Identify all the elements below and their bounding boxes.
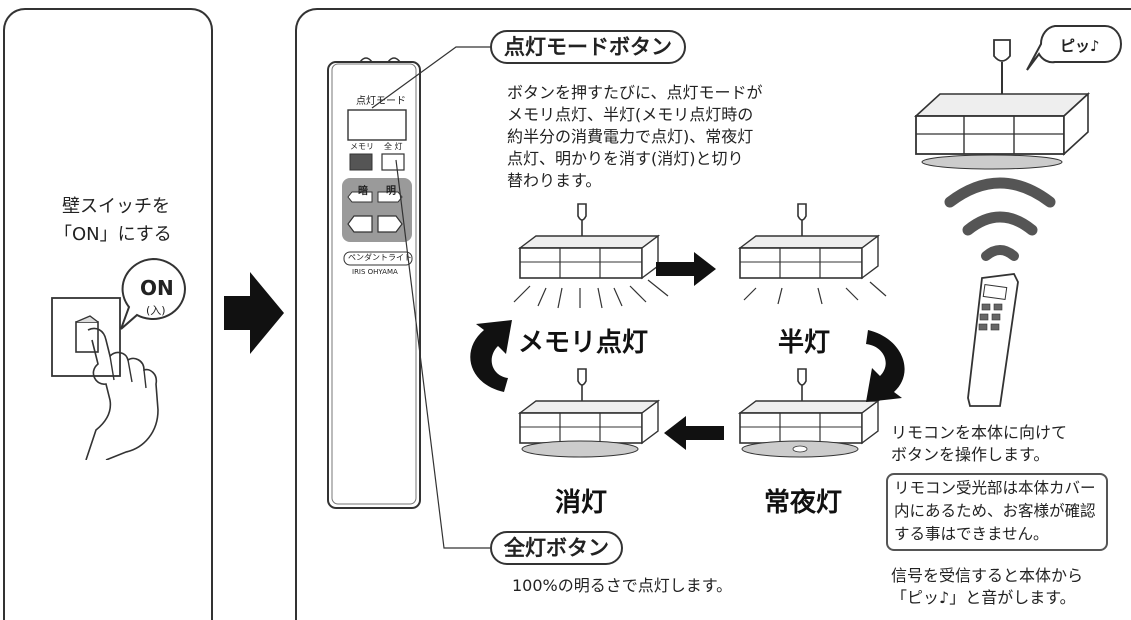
- receiver-notice-line3: する事はできません。: [894, 525, 1049, 543]
- curve-arrow-down-icon: [866, 330, 905, 402]
- receiver-notice-box: リモコン受光部は本体カバー 内にあるため、お客様が確認 する事はできません。: [886, 473, 1108, 551]
- mode-button-desc-5: 替わります。: [507, 171, 602, 190]
- aim-instruction-line1: リモコンを本体に向けて: [891, 423, 1068, 442]
- on-speech-bubble: [120, 257, 186, 330]
- lamp-half-illustration: [737, 203, 887, 305]
- mode-night-label: 常夜灯: [764, 488, 843, 518]
- on-bubble-main: ON: [140, 276, 174, 300]
- curve-arrow-up-icon: [470, 320, 512, 392]
- signal-note-line1: 信号を受信すると本体から: [891, 566, 1084, 585]
- arrow-right-icon: [656, 252, 716, 286]
- mode-button-desc-2: メモリ点灯、半灯(メモリ点灯時の: [507, 105, 754, 124]
- signal-waves-icon: [944, 177, 1056, 261]
- remote-bright-label: 明: [386, 186, 396, 197]
- aim-instruction-line2: ボタンを操作します。: [891, 445, 1050, 464]
- remote-dark-label: 暗: [358, 186, 368, 197]
- beep-bubble-text: ピッ♪: [1060, 37, 1100, 55]
- beep-speech-bubble: [1026, 25, 1122, 71]
- mode-button-title: 点灯モードボタン: [490, 30, 686, 64]
- mode-memory-label: メモリ点灯: [518, 328, 649, 358]
- receiver-notice-line1: リモコン受光部は本体カバー: [894, 479, 1096, 497]
- mode-button-desc-1: ボタンを押すたびに、点灯モードが: [507, 83, 763, 102]
- receiver-notice-line2: 内にあるため、お客様が確認: [894, 502, 1096, 520]
- remote-product-label: ペンダントライト: [348, 253, 412, 262]
- mode-off-label: 消灯: [555, 488, 608, 518]
- lamp-memory-illustration: [513, 203, 669, 309]
- full-button-title: 全灯ボタン: [490, 531, 623, 565]
- signal-note-line2: 「ピッ♪」と音がします。: [891, 588, 1076, 607]
- remote-control-illustration: [327, 57, 421, 509]
- remote-brand: IRIS OHYAMA: [352, 268, 398, 276]
- full-button-desc: 100%の明るさで点灯します。: [512, 576, 733, 595]
- mode-button-desc-3: 約半分の消費電力で点灯)、常夜灯: [507, 127, 754, 146]
- remote-memory-label: メモリ: [350, 142, 374, 151]
- mode-half-label: 半灯: [778, 328, 831, 358]
- arrow-left-icon: [664, 416, 724, 450]
- step1-instruction-line1: 壁スイッチを: [62, 196, 170, 217]
- lamp-off-illustration: [517, 368, 661, 458]
- wall-switch-illustration: [51, 297, 159, 460]
- remote-full-label: 全 灯: [384, 142, 403, 151]
- next-step-arrow-icon: [224, 272, 284, 354]
- lamp-night-illustration: [737, 368, 881, 458]
- on-bubble-sub: (入): [146, 304, 166, 317]
- mode-button-desc-4: 点灯、明かりを消す(消灯)と切り: [507, 149, 744, 168]
- small-remote-illustration: [967, 273, 1019, 407]
- ceiling-lamp-illustration: [913, 39, 1091, 170]
- step1-instruction-line2: 「ON」にする: [54, 224, 172, 245]
